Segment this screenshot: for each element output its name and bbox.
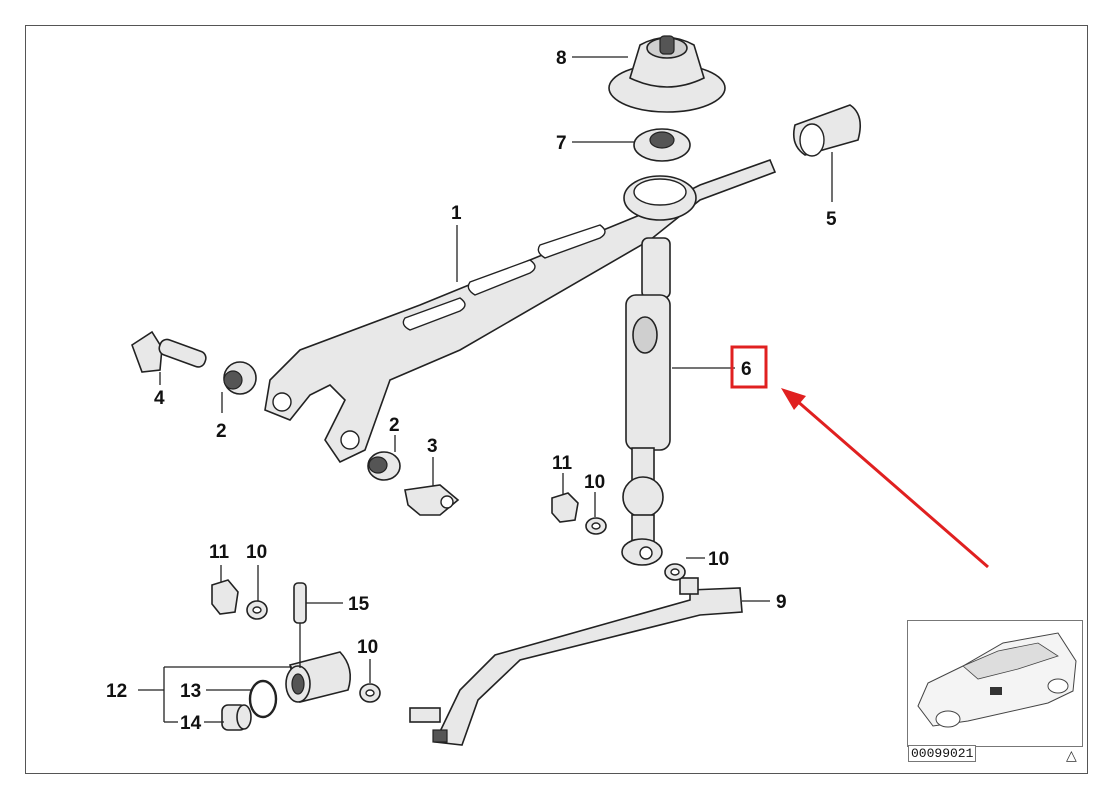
part-12-bearing[interactable] [285,651,351,703]
callout-1: 1 [451,203,462,224]
callout-7: 7 [556,133,567,154]
part-1-lever-arm[interactable] [264,158,777,464]
part-5-sleeve[interactable] [792,104,861,157]
leader-lines [138,56,833,723]
part-10b-washer[interactable] [664,563,686,581]
callout-10c: 10 [246,542,267,563]
part-7-bushing[interactable] [633,128,691,162]
part-11a-clip[interactable] [551,492,579,523]
part-15-pin[interactable] [293,582,307,624]
callout-12: 12 [106,681,127,702]
part-14-bushing[interactable] [221,704,252,731]
car-thumbnail [907,620,1083,747]
callout-13: 13 [180,681,201,702]
callout-10d: 10 [357,637,378,658]
callout-5: 5 [826,209,837,230]
part-13-ring[interactable] [248,679,278,719]
callout-10a: 10 [584,472,605,493]
part-4-clip[interactable] [131,330,208,373]
callout-9: 9 [776,592,787,613]
part-10d-washer[interactable] [359,683,381,703]
part-8-boot[interactable] [608,35,726,113]
callout-3: 3 [427,436,438,457]
callout-6: 6 [741,359,752,380]
part-10c-washer[interactable] [246,600,268,620]
callout-11a: 11 [552,453,573,474]
image-code: 00099021 [908,745,977,762]
callout-10b: 10 [708,549,729,570]
highlight-arrow [781,388,989,569]
callout-11b: 11 [209,542,230,563]
part-6-shift-rod[interactable] [621,237,671,566]
part-9-rod[interactable] [409,577,743,746]
callout-8: 8 [556,48,567,69]
callout-2a: 2 [216,421,227,442]
highlight-box [730,345,768,389]
part-2a-bushing[interactable] [223,361,257,395]
callout-2b: 2 [389,415,400,436]
diagram-frame [25,25,1088,774]
callout-15: 15 [348,594,370,615]
part-11b-clip[interactable] [211,579,239,615]
part-2b-bushing[interactable] [367,451,401,481]
callout-4: 4 [154,388,165,409]
callout-14: 14 [180,713,202,734]
part-10a-washer[interactable] [585,517,607,535]
part-3-clip[interactable] [404,484,460,516]
triangle-icon: △ [1066,748,1077,764]
